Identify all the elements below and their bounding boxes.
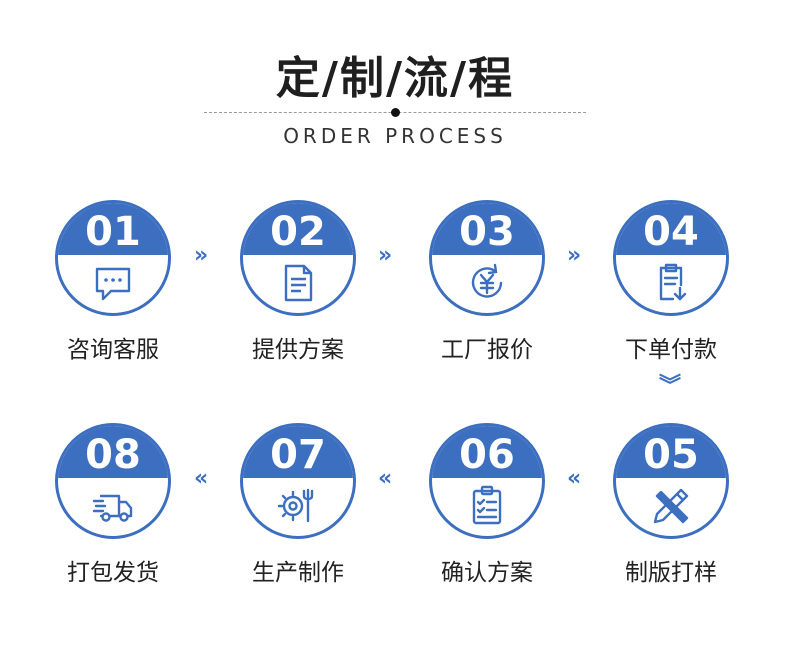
step-badge: 01 xyxy=(55,200,171,316)
gear-wrench-icon xyxy=(277,488,314,523)
arrow-right-icon: » xyxy=(378,243,392,268)
step-number: 04 xyxy=(643,209,699,255)
step-number: 01 xyxy=(85,209,141,255)
arrow-right-icon: » xyxy=(194,243,208,268)
arrow-left-icon: « xyxy=(194,466,208,491)
arrow-left-icon: « xyxy=(378,466,392,491)
delivery-truck-icon xyxy=(92,494,133,522)
arrow-down-icon: ︾ xyxy=(659,374,682,399)
step-label: 工厂报价 xyxy=(441,337,533,363)
step-label: 打包发货 xyxy=(67,560,159,586)
yuan-refresh-icon xyxy=(471,263,503,298)
step-badge: 05 xyxy=(613,423,729,539)
step-label: 提供方案 xyxy=(252,337,344,363)
step-number: 06 xyxy=(459,432,515,478)
step-number: 05 xyxy=(643,432,699,478)
step-number: 03 xyxy=(459,209,515,255)
step-label: 咨询客服 xyxy=(67,337,159,363)
step-badge: 07 xyxy=(240,423,356,539)
clipboard-download-icon xyxy=(659,263,687,301)
checklist-icon xyxy=(472,485,502,525)
chat-bubble-icon xyxy=(95,267,131,301)
page-title: 定/制/流/程 xyxy=(275,53,515,104)
pencil-ruler-icon xyxy=(653,488,689,524)
step-badge: 06 xyxy=(429,423,545,539)
document-icon xyxy=(284,264,313,302)
arrow-left-icon: « xyxy=(567,466,581,491)
step-label: 生产制作 xyxy=(252,560,344,586)
step-number: 07 xyxy=(270,432,326,478)
page-subtitle: ORDER PROCESS xyxy=(283,124,507,148)
step-label: 确认方案 xyxy=(441,560,533,586)
step-badge: 02 xyxy=(240,200,356,316)
arrow-right-icon: » xyxy=(567,243,581,268)
step-badge: 08 xyxy=(55,423,171,539)
step-badge: 04 xyxy=(613,200,729,316)
step-number: 02 xyxy=(270,209,326,255)
divider-dot xyxy=(391,108,400,117)
step-label: 制版打样 xyxy=(625,560,717,586)
step-label: 下单付款 xyxy=(625,337,717,363)
step-number: 08 xyxy=(85,432,141,478)
step-badge: 03 xyxy=(429,200,545,316)
